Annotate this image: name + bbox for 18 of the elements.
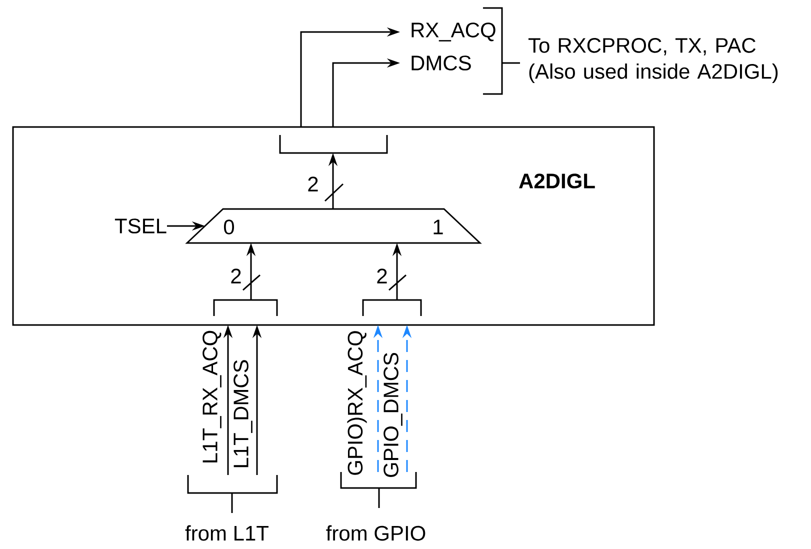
edge-label: L1T_RX_ACQ	[202, 330, 222, 464]
bus-bracket	[362, 299, 422, 316]
edge-label: 2	[307, 176, 319, 192]
bus-bracket	[187, 474, 278, 514]
edge-label: 2	[230, 268, 242, 284]
signal-label: RX_ACQ	[412, 22, 496, 42]
note: To RXCPROC, TX, PAC (Also used inside A2DIGL)	[528, 38, 778, 83]
signal-label: DMCS	[412, 56, 471, 70]
edge-label: 2	[376, 268, 388, 284]
edge-label: GPIO_DMCS	[384, 352, 402, 478]
source-label: from L1T	[185, 525, 268, 541]
signal-label: TSEL	[114, 218, 166, 234]
edge-label: GPIO)RX_ACQ	[347, 330, 367, 476]
edge-label: L1T_DMCS	[234, 359, 252, 469]
source-label: from GPIO	[326, 525, 426, 541]
bus-bracket	[279, 135, 388, 154]
bus-bracket	[213, 299, 278, 316]
block-title: A2DIGL	[519, 174, 595, 188]
